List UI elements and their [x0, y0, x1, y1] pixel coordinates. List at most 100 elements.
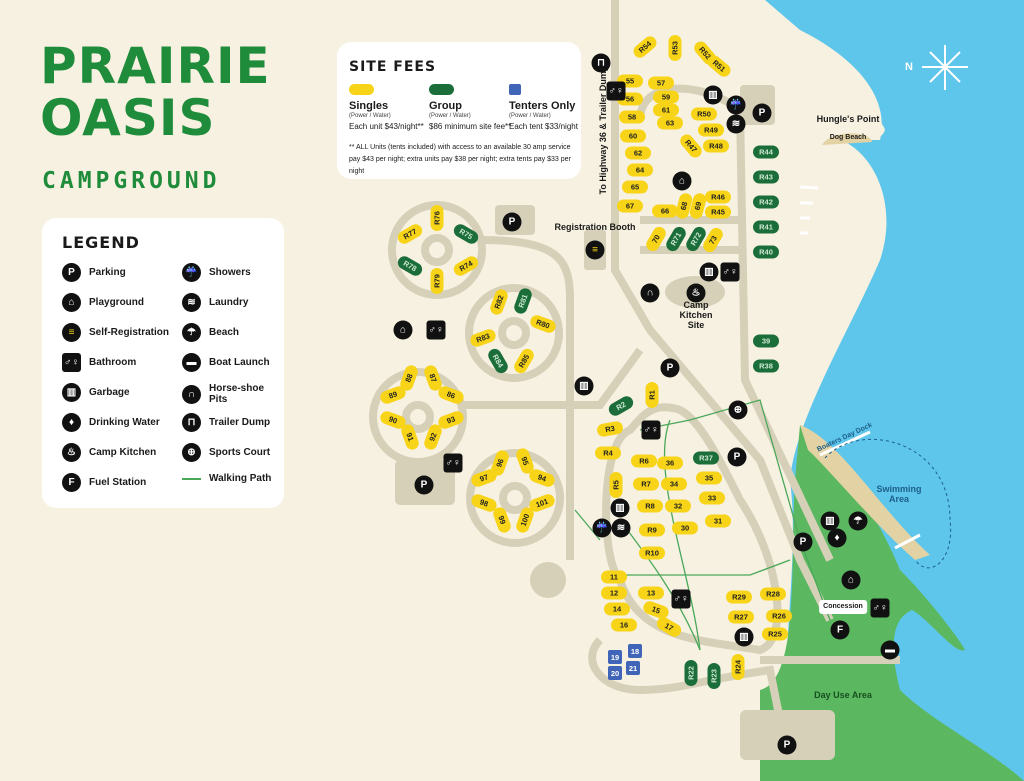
campsite-r23[interactable]: R23	[707, 663, 721, 689]
legend-item: ▥Garbage	[62, 383, 130, 402]
campsite-r43[interactable]: R43	[753, 170, 779, 184]
campsite-r24[interactable]: R24	[731, 654, 745, 680]
parking-icon: P	[502, 212, 522, 232]
boat-launch-icon: ▬	[880, 640, 900, 660]
fuel-station-icon: F	[62, 473, 81, 492]
walking-path-icon	[182, 477, 201, 480]
campsite-32[interactable]: 32	[665, 499, 691, 513]
legend-item-label: Boat Launch	[209, 357, 270, 368]
bathroom-icon: ♂♀	[671, 589, 691, 609]
shower-icon: ☔	[182, 263, 201, 282]
campsite-19[interactable]: 19	[608, 650, 622, 664]
campsite-30[interactable]: 30	[672, 521, 698, 535]
parking-icon: P	[660, 358, 680, 378]
campsite-r29[interactable]: R29	[726, 590, 752, 604]
campsite-64[interactable]: 64	[627, 163, 653, 177]
campsite-r1[interactable]: R1	[645, 382, 659, 408]
campsite-r5[interactable]: R5	[609, 472, 623, 498]
campsite-r25[interactable]: R25	[762, 627, 788, 641]
legend-item-label: Bathroom	[89, 357, 137, 368]
campsite-r38[interactable]: R38	[753, 359, 779, 373]
campsite-13[interactable]: 13	[638, 586, 664, 600]
campsite-r44[interactable]: R44	[753, 145, 779, 159]
parking-icon: P	[752, 103, 772, 123]
campsite-31[interactable]: 31	[705, 514, 731, 528]
registration-booth-label: Registration Booth	[554, 222, 636, 232]
campsite-58[interactable]: 58	[619, 110, 645, 124]
beach-icon: ☂	[848, 511, 868, 531]
campsite-34[interactable]: 34	[661, 477, 687, 491]
campsite-67[interactable]: 67	[617, 199, 643, 213]
campsite-r40[interactable]: R40	[753, 245, 779, 259]
campsite-r49[interactable]: R49	[698, 123, 724, 137]
campsite-57[interactable]: 57	[648, 76, 674, 90]
bathroom-icon: ♂♀	[426, 320, 446, 340]
campsite-35[interactable]: 35	[696, 471, 722, 485]
legend-item-label: Camp Kitchen	[89, 447, 157, 458]
self-registration-icon: ≡	[62, 323, 81, 342]
fee-name: Tenters Only	[509, 100, 576, 112]
campsite-r76[interactable]: R76	[430, 205, 444, 231]
legend-item: ≡Self-Registration	[62, 323, 169, 342]
campsite-36[interactable]: 36	[657, 456, 683, 470]
campsite-18[interactable]: 18	[628, 644, 642, 658]
campsite-r22[interactable]: R22	[684, 660, 698, 686]
legend-item: ♂♀Bathroom	[62, 353, 136, 372]
campsite-60[interactable]: 60	[620, 129, 646, 143]
drinking-water-icon: ♦	[62, 413, 81, 432]
legend-item: ☂Beach	[182, 323, 239, 342]
campsite-65[interactable]: 65	[622, 180, 648, 194]
campsite-14[interactable]: 14	[604, 602, 630, 616]
campsite-59[interactable]: 59	[653, 90, 679, 104]
campsite-r26[interactable]: R26	[766, 609, 792, 623]
campsite-r10[interactable]: R10	[639, 546, 665, 560]
campsite-r8[interactable]: R8	[637, 499, 663, 513]
garbage-icon: ▥	[62, 383, 81, 402]
garbage-icon: ▥	[574, 376, 594, 396]
campsite-20[interactable]: 20	[608, 666, 622, 680]
campsite-21[interactable]: 21	[626, 661, 640, 675]
site-fees-title: SITE FEES	[349, 59, 437, 75]
campsite-33[interactable]: 33	[699, 491, 725, 505]
campsite-39[interactable]: 39	[753, 334, 779, 348]
campsite-66[interactable]: 66	[652, 204, 678, 218]
campsite-r28[interactable]: R28	[760, 587, 786, 601]
campsite-r48[interactable]: R48	[703, 139, 729, 153]
legend-item: ♦Drinking Water	[62, 413, 160, 432]
boat-launch-icon: ▬	[182, 353, 201, 372]
garbage-icon: ▥	[734, 627, 754, 647]
campsite-r53[interactable]: R53	[668, 35, 682, 61]
campsite-r4[interactable]: R4	[595, 446, 621, 460]
campsite-62[interactable]: 62	[625, 146, 651, 160]
legend-item: ☔Showers	[182, 263, 251, 282]
campsite-r45[interactable]: R45	[705, 205, 731, 219]
campsite-r42[interactable]: R42	[753, 195, 779, 209]
garbage-icon: ▥	[820, 511, 840, 531]
legend-item: Walking Path	[182, 473, 271, 484]
campsite-12[interactable]: 12	[601, 586, 627, 600]
garbage-icon: ▥	[703, 85, 723, 105]
campsite-11[interactable]: 11	[601, 570, 627, 584]
campsite-r7[interactable]: R7	[633, 477, 659, 491]
campsite-r79[interactable]: R79	[430, 268, 444, 294]
campsite-r27[interactable]: R27	[728, 610, 754, 624]
hungles-point	[790, 100, 885, 170]
shower-icon: ☔	[592, 518, 612, 538]
campsite-r9[interactable]: R9	[639, 523, 665, 537]
campsite-61[interactable]: 61	[653, 103, 679, 117]
shower-icon: ☔	[726, 95, 746, 115]
campsite-r6[interactable]: R6	[631, 454, 657, 468]
campsite-r41[interactable]: R41	[753, 220, 779, 234]
campsite-r37[interactable]: R37	[693, 451, 719, 465]
campsite-r50[interactable]: R50	[691, 107, 717, 121]
campsite-16[interactable]: 16	[611, 618, 637, 632]
campsite-r46[interactable]: R46	[705, 190, 731, 204]
legend-item-label: Parking	[89, 267, 126, 278]
beach	[800, 425, 930, 560]
fee-column: Group(Power / Water)$86 minimum site fee…	[429, 84, 511, 131]
legend-item: ⊕Sports Court	[182, 443, 270, 462]
legend-item: ▬ Boat Launch	[182, 353, 270, 372]
campsite-63[interactable]: 63	[657, 116, 683, 130]
